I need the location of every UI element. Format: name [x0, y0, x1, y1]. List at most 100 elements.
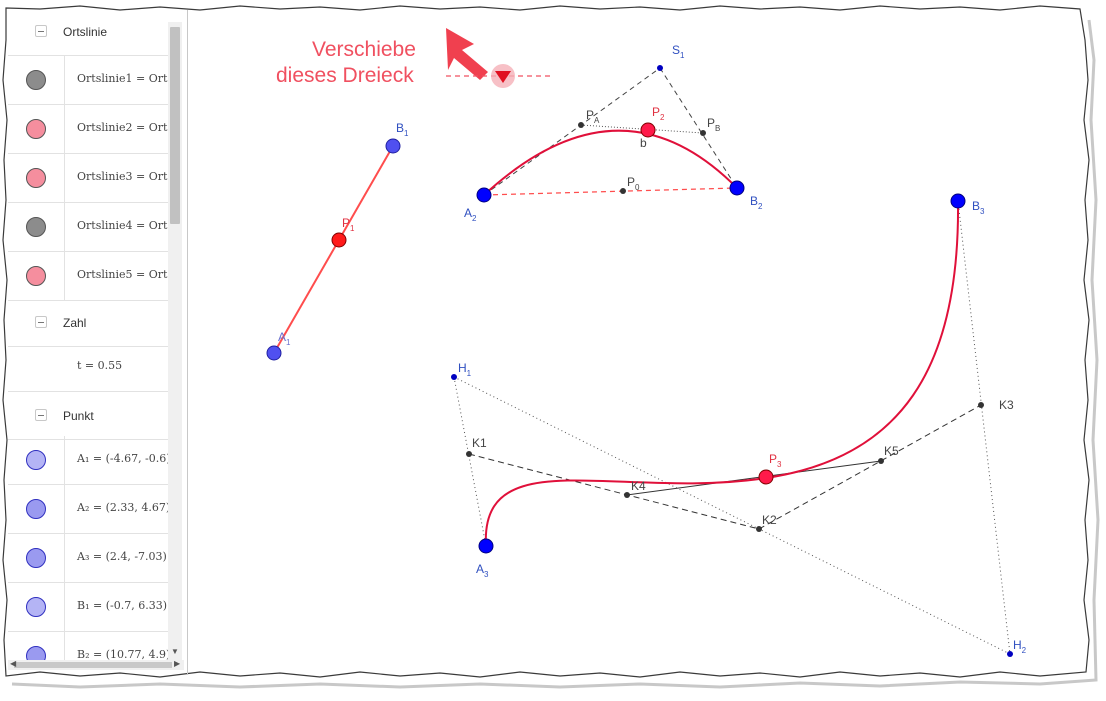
label-s1-sub: 1: [680, 51, 685, 60]
algebra-item-ortslinie4[interactable]: Ortslinie4 = Ortsl: [8, 203, 177, 252]
segment-a2-b2: [483, 187, 738, 196]
vertical-scrollbar-thumb[interactable]: [170, 27, 180, 224]
visibility-toggle[interactable]: [26, 597, 46, 617]
algebra-item-a3[interactable]: A₃ = (2.4, -7.03): [8, 534, 176, 583]
label-b2-sub: 2: [758, 202, 763, 211]
label-a3-main: A: [476, 562, 484, 576]
visibility-toggle[interactable]: [26, 548, 46, 568]
label-p1: P1: [342, 216, 355, 233]
label-b1: B1: [396, 121, 409, 138]
algebra-item-ortslinie5[interactable]: Ortslinie5 = Ortsl: [8, 252, 177, 301]
label-h2-main: H: [1013, 638, 1022, 652]
scroll-left-arrow-icon[interactable]: ◀: [10, 659, 17, 668]
algebra-item-text: Ortslinie1 = Ortsl: [77, 72, 177, 85]
point-b3[interactable]: [950, 193, 966, 209]
algebra-item-ortslinie1[interactable]: Ortslinie1 = Ortsl: [8, 56, 177, 105]
collapse-icon[interactable]: [35, 316, 47, 328]
point-a2[interactable]: [476, 187, 492, 203]
algebra-item-b1[interactable]: B₁ = (-0.7, 6.33): [8, 583, 176, 632]
curve-b[interactable]: [483, 129, 738, 196]
group-header-zahl[interactable]: Zahl: [8, 301, 176, 347]
algebra-item-a2[interactable]: A₂ = (2.33, 4.67): [8, 485, 176, 534]
label-h2-sub: 2: [1022, 646, 1027, 655]
visibility-toggle[interactable]: [26, 450, 46, 470]
curve-bezier-3[interactable]: [484, 200, 960, 547]
point-k5[interactable]: [878, 458, 884, 464]
segment-a1-b1[interactable]: [273, 145, 394, 354]
label-pa-sub: A: [594, 116, 600, 125]
scroll-right-arrow-icon[interactable]: ▶: [174, 659, 181, 668]
label-a1-sub: 1: [286, 338, 291, 347]
point-h2[interactable]: [1007, 651, 1013, 657]
visibility-toggle[interactable]: [26, 499, 46, 519]
algebra-item-text: t = 0.55: [77, 359, 123, 372]
segment-k4-k5: [626, 460, 882, 496]
algebra-item-text: A₂ = (2.33, 4.67): [77, 501, 171, 514]
label-a2-main: A: [464, 206, 472, 220]
hint-line-1: Verschiebe: [312, 38, 416, 61]
algebra-item-text: Ortslinie2 = Ortsl: [77, 121, 177, 134]
algebra-view[interactable]: Ortslinie Ortslinie1 = Ortsl Ortslinie2 …: [8, 22, 184, 670]
segment-s1-b2: [659, 67, 738, 189]
label-k3: K3: [999, 398, 1014, 412]
algebra-item-t[interactable]: t = 0.55: [8, 343, 176, 392]
collapse-icon[interactable]: [35, 409, 47, 421]
horizontal-scrollbar-thumb[interactable]: [14, 662, 172, 668]
slider-triangle-handle[interactable]: [495, 71, 511, 83]
visibility-toggle[interactable]: [26, 168, 46, 188]
visibility-toggle[interactable]: [26, 70, 46, 90]
algebra-item-text: B₁ = (-0.7, 6.33): [77, 599, 167, 612]
point-b2[interactable]: [729, 180, 745, 196]
group-header-ortslinie[interactable]: Ortslinie: [8, 22, 176, 56]
algebra-item-a1[interactable]: A₁ = (-4.67, -0.6): [8, 436, 176, 485]
point-k3[interactable]: [978, 402, 984, 408]
point-a3[interactable]: [478, 538, 494, 554]
point-p1[interactable]: [331, 232, 347, 248]
point-k4[interactable]: [624, 492, 630, 498]
point-pb[interactable]: [700, 130, 706, 136]
visibility-toggle[interactable]: [26, 119, 46, 139]
label-pa-main: P: [586, 108, 594, 122]
label-k4: K4: [631, 479, 646, 493]
label-pb: PB: [707, 116, 720, 133]
panel-divider[interactable]: [187, 10, 188, 675]
segment-b3-h2: [957, 200, 1011, 655]
visibility-toggle[interactable]: [26, 266, 46, 286]
label-p3-sub: 3: [777, 460, 782, 469]
collapse-icon[interactable]: [35, 25, 47, 37]
point-s1[interactable]: [657, 65, 663, 71]
segment-a2-s1: [483, 67, 661, 196]
point-b1[interactable]: [385, 138, 401, 154]
visibility-toggle[interactable]: [26, 217, 46, 237]
segment-h1-a3: [453, 376, 487, 547]
group-header-punkt[interactable]: Punkt: [8, 394, 176, 440]
label-s1-main: S: [672, 43, 680, 57]
point-p3[interactable]: [758, 469, 774, 485]
scroll-down-arrow-icon[interactable]: ▼: [171, 647, 179, 656]
algebra-item-ortslinie3[interactable]: Ortslinie3 = Ortsl: [8, 154, 177, 203]
label-p1-sub: 1: [350, 224, 355, 233]
point-pa[interactable]: [578, 122, 584, 128]
point-a1[interactable]: [266, 345, 282, 361]
hint-line-2: dieses Dreieck: [276, 64, 414, 87]
point-k1[interactable]: [466, 451, 472, 457]
algebra-item-ortslinie2[interactable]: Ortslinie2 = Ortsl: [8, 105, 177, 154]
label-b1-main: B: [396, 121, 404, 135]
label-pb-main: P: [707, 116, 715, 130]
point-p2[interactable]: [640, 122, 656, 138]
point-p0[interactable]: [620, 188, 626, 194]
group-label: Zahl: [63, 316, 87, 330]
label-p0: P0: [627, 175, 640, 192]
label-h1-main: H: [458, 361, 467, 375]
label-k2: K2: [762, 513, 777, 527]
group-label: Ortslinie: [63, 25, 108, 39]
segment-h1-h2: [453, 376, 1011, 655]
label-a3-sub: 3: [484, 570, 489, 579]
point-k2[interactable]: [756, 526, 762, 532]
label-p2-main: P: [652, 105, 660, 119]
label-s1: S1: [672, 43, 685, 60]
point-h1[interactable]: [451, 374, 457, 380]
label-p2-sub: 2: [660, 113, 665, 122]
